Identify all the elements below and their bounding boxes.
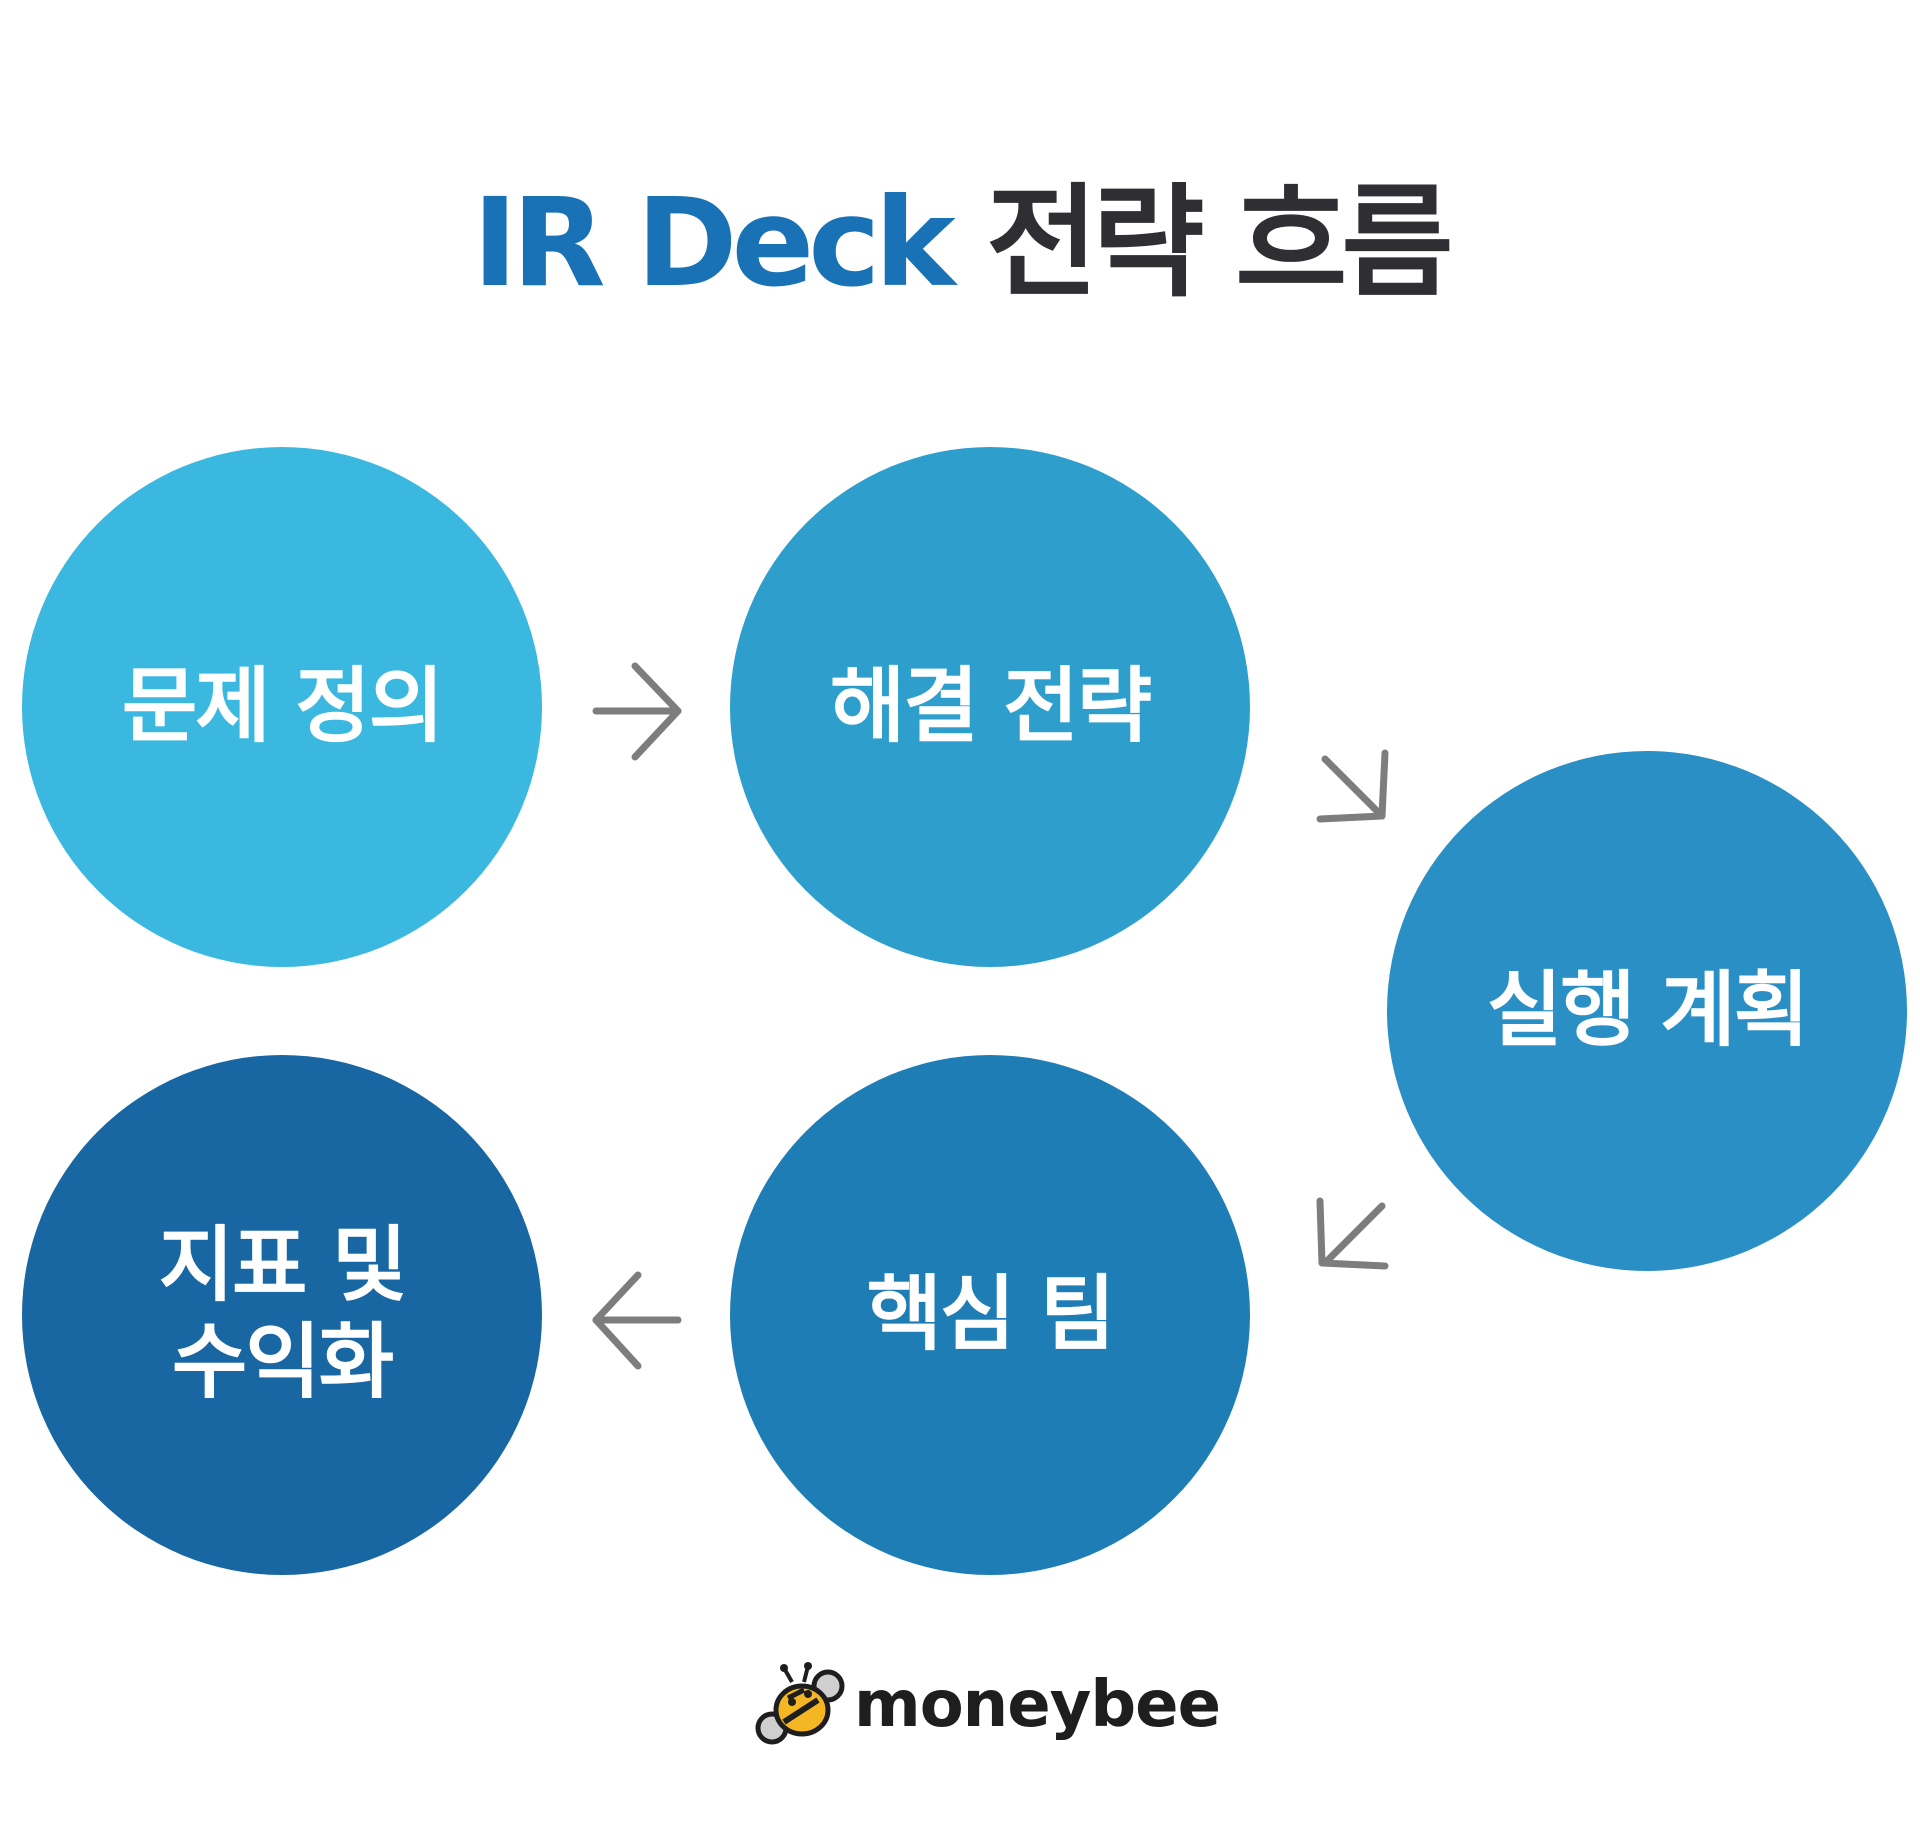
- node-solution-strategy: 해결 전략: [730, 447, 1250, 967]
- node-execution-plan: 실행 계획: [1387, 751, 1907, 1271]
- arrow-down-right-icon: [1316, 749, 1389, 823]
- page-title: IR Deck 전략 흐름: [0, 170, 1920, 316]
- arrow-down-left-icon: [1316, 1197, 1389, 1270]
- logo-wordmark: moneybee: [854, 1668, 1221, 1742]
- node-core-team: 핵심 팀: [730, 1055, 1250, 1575]
- node-problem-definition: 문제 정의: [22, 447, 542, 967]
- arrow-left-icon: [592, 1271, 682, 1370]
- title-rest: 전략 흐름: [949, 172, 1453, 314]
- arrow-right-icon: [592, 662, 682, 761]
- title-accent: IR Deck: [472, 172, 955, 314]
- node-metrics-monetization: 지표 및 수익화: [22, 1055, 542, 1575]
- brand-logo: moneybee: [752, 1660, 1221, 1750]
- bee-icon: [755, 1662, 845, 1745]
